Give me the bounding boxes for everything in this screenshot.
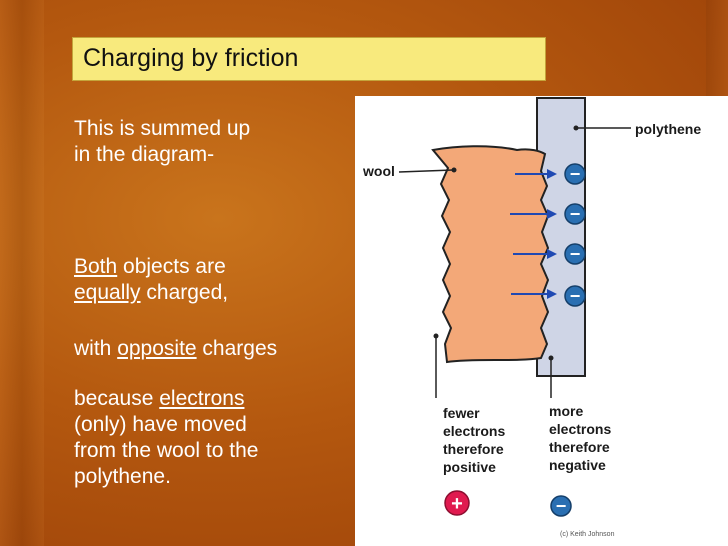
image-credit: (c) Keith Johnson — [560, 531, 615, 538]
electrons-word: electrons — [159, 387, 245, 410]
wool-leader-line — [398, 169, 454, 173]
diagram-svg: wool polythene − − − − — [362, 97, 701, 538]
wool-caption-line-1: fewer — [443, 405, 480, 421]
polythene-caption-line-3: therefore — [549, 439, 610, 455]
svg-text:−: − — [570, 164, 581, 184]
negative-charge-icon: − — [564, 243, 586, 265]
background-stripe-left — [0, 0, 44, 546]
svg-text:−: − — [556, 496, 567, 516]
both-word: Both — [74, 255, 118, 278]
positive-charge-icon: + — [444, 490, 470, 516]
both-line: Both objects are — [74, 254, 226, 280]
wool-swatch — [431, 145, 550, 364]
equally-rest: charged, — [140, 281, 229, 304]
both-rest: objects are — [117, 255, 226, 278]
negative-charge-icon: − — [564, 203, 586, 225]
only-line: (only) have moved — [74, 413, 247, 436]
svg-text:−: − — [570, 286, 581, 306]
polythene-caption-line-2: electrons — [549, 421, 611, 437]
equally-line: equally charged, — [74, 280, 228, 306]
title-banner: Charging by friction — [72, 37, 546, 81]
wool-caption-line-3: therefore — [443, 441, 504, 457]
intro-line-2: in the diagram- — [74, 143, 215, 166]
polythene-caption-line-4: negative — [549, 457, 606, 473]
negative-charge-icon: − — [564, 163, 586, 185]
svg-text:+: + — [451, 493, 463, 515]
because-line: because electrons — [74, 386, 244, 412]
polythene-line: polythene. — [74, 465, 171, 488]
opposite-rest: charges — [196, 337, 278, 360]
negative-charge-icon: − — [550, 495, 572, 517]
with-lead: with — [74, 337, 118, 360]
opposite-word: opposite — [117, 337, 197, 360]
because-lead: because — [74, 387, 160, 410]
wool-caption-line-2: electrons — [443, 423, 505, 439]
polythene-label: polythene — [635, 121, 701, 137]
from-line: from the wool to the — [74, 439, 259, 462]
slide-title: Charging by friction — [83, 44, 299, 72]
wool-label: wool — [362, 163, 395, 179]
wool-leader-dot — [451, 167, 457, 173]
intro-line-1: This is summed up — [74, 117, 251, 140]
polythene-leader-dot — [573, 125, 579, 131]
opposite-line: with opposite charges — [74, 336, 277, 362]
friction-diagram: wool polythene − − − − — [355, 96, 728, 546]
svg-text:−: − — [570, 204, 581, 224]
svg-text:−: − — [570, 244, 581, 264]
polythene-strip — [536, 97, 586, 377]
polythene-caption-line-1: more — [549, 403, 583, 419]
wool-caption-line-4: positive — [443, 459, 496, 475]
negative-charge-icon: − — [564, 285, 586, 307]
equally-word: equally — [74, 281, 141, 304]
